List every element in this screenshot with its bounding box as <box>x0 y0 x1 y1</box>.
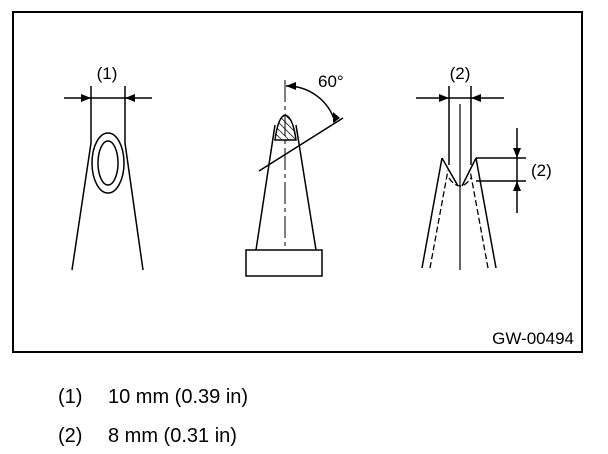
angle-arrows <box>286 82 340 123</box>
figure-code: GW-00494 <box>492 329 574 348</box>
callout-2-side: (2) <box>531 161 552 180</box>
legend-number: (1) <box>58 386 83 408</box>
legend-text: 8 mm (0.31 in) <box>108 425 237 447</box>
center-tip-view <box>245 80 344 277</box>
legend-item-2: (2) 8 mm (0.31 in) <box>58 424 237 448</box>
left-pliers-view <box>64 86 152 271</box>
left-dimension-arrows <box>81 94 135 102</box>
right-pliers-view <box>416 86 526 270</box>
legend-number: (2) <box>58 425 83 447</box>
figure-frame <box>12 11 583 353</box>
right-dimension-arrows <box>439 94 521 191</box>
callout-1: (1) <box>97 64 118 83</box>
legend-item-1: (1) 10 mm (0.39 in) <box>58 385 248 409</box>
legend-text: 10 mm (0.39 in) <box>108 386 249 408</box>
angle-label: 60° <box>318 72 344 91</box>
callout-2-top: (2) <box>450 64 471 83</box>
